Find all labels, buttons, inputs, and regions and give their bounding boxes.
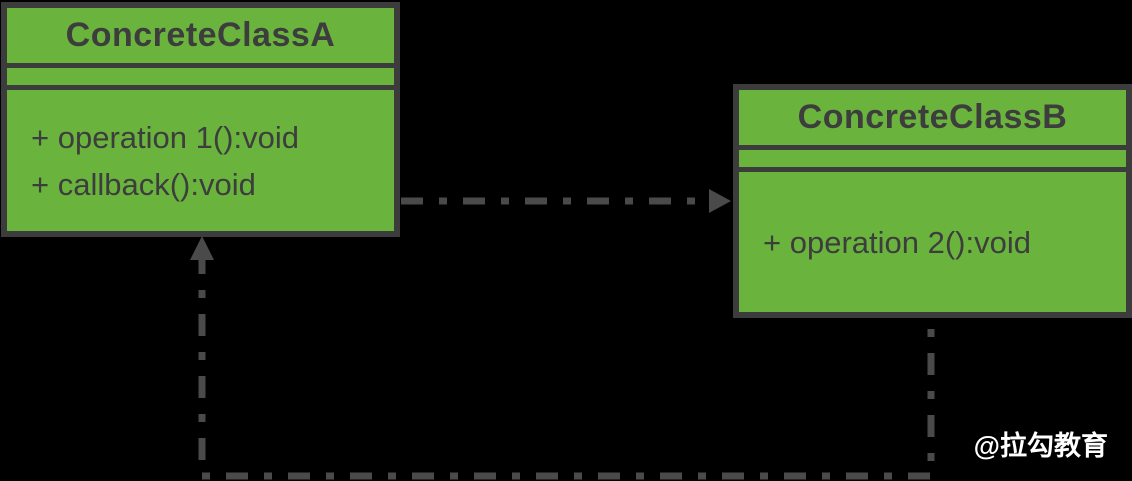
class-box-concrete-class-a: ConcreteClassA + operation 1():void + ca…	[1, 2, 400, 237]
watermark-text: @拉勾教育	[973, 431, 1108, 461]
class-box-concrete-class-b: ConcreteClassB + operation 2():void	[733, 84, 1132, 318]
class-b-title: ConcreteClassB	[797, 98, 1068, 136]
dependency-arrowhead-a-to-b	[709, 189, 731, 213]
class-a-method-callback: + callback():void	[31, 166, 256, 202]
dependency-arrowhead-b-to-a	[190, 236, 214, 260]
class-b-methods-compartment: + operation 2():void	[739, 172, 1126, 312]
class-b-method-operation2: + operation 2():void	[763, 224, 1031, 260]
class-b-divider-bottom	[739, 167, 1126, 172]
class-a-title: ConcreteClassA	[65, 16, 336, 54]
class-a-divider-bottom	[7, 85, 394, 90]
class-a-attributes-compartment	[7, 68, 394, 85]
class-a-methods-compartment: + operation 1():void + callback():void	[7, 90, 394, 231]
class-a-method-operation1: + operation 1():void	[31, 119, 299, 155]
class-b-attributes-compartment	[739, 150, 1126, 167]
class-a-divider-top	[7, 63, 394, 68]
class-b-divider-top	[739, 145, 1126, 150]
